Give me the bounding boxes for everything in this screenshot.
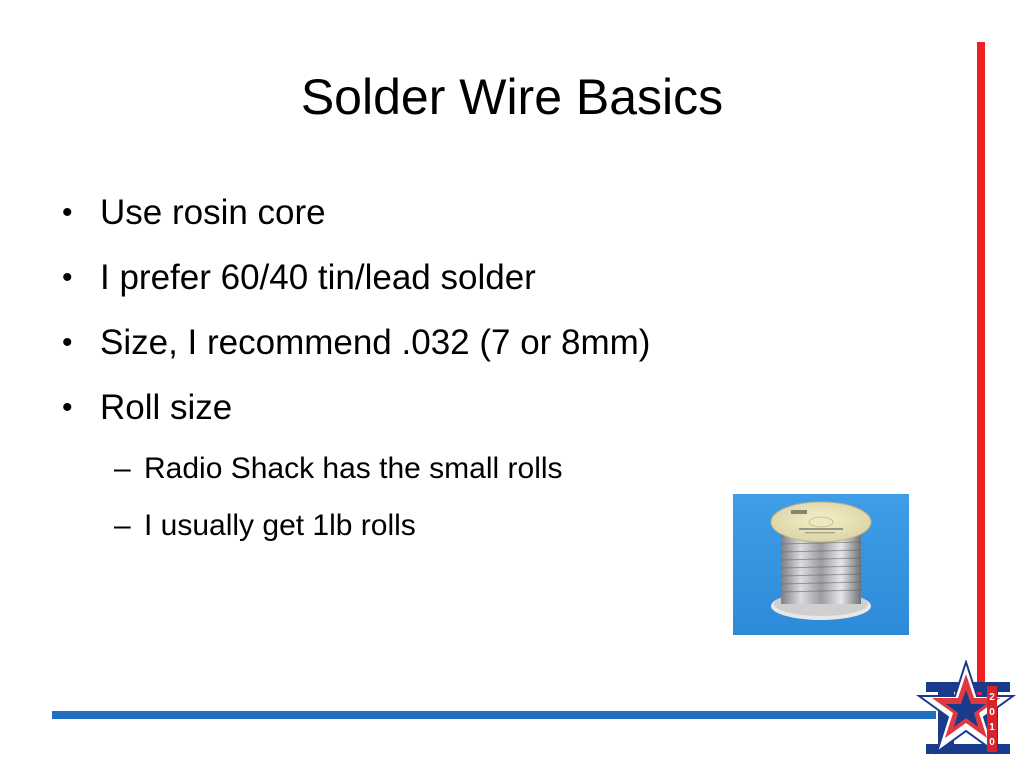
- bullet-item: • I prefer 60/40 tin/lead solder: [62, 251, 922, 305]
- bullet-glyph: •: [62, 391, 73, 424]
- slide-title: Solder Wire Basics: [300, 69, 724, 125]
- bullet-glyph: •: [62, 261, 73, 294]
- sub-bullet-text: I usually get 1lb rolls: [144, 509, 416, 542]
- bullet-glyph: •: [62, 326, 73, 359]
- solder-spool-icon: [770, 501, 872, 620]
- red-accent-bar: [977, 42, 985, 732]
- event-logo: 2 0 1 0: [916, 660, 1020, 764]
- bullet-text: Use rosin core: [100, 193, 326, 232]
- bullet-text: I prefer 60/40 tin/lead solder: [100, 258, 536, 297]
- star-logo-icon: 2 0 1 0: [916, 660, 1017, 755]
- bullet-item: • Roll size: [62, 381, 922, 435]
- bullet-text: Roll size: [100, 388, 233, 427]
- logo-year-digit: 2: [989, 692, 995, 703]
- logo-year-digit: 0: [989, 707, 995, 718]
- sub-bullet-glyph: –: [114, 452, 131, 485]
- blue-accent-bar: [52, 711, 936, 719]
- sub-bullet-item: – I usually get 1lb rolls: [62, 503, 922, 549]
- logo-year-digit: 1: [989, 722, 995, 733]
- bullet-item: • Size, I recommend .032 (7 or 8mm): [62, 316, 922, 370]
- sub-bullet-item: – Radio Shack has the small rolls: [62, 446, 922, 492]
- bullet-text: Size, I recommend .032 (7 or 8mm): [100, 323, 651, 362]
- bullet-list: • Use rosin core • I prefer 60/40 tin/le…: [62, 186, 922, 560]
- sub-bullet-text: Radio Shack has the small rolls: [144, 452, 563, 485]
- logo-year-digit: 0: [989, 737, 995, 748]
- bullet-item: • Use rosin core: [62, 186, 922, 240]
- bullet-glyph: •: [62, 196, 73, 229]
- solder-spool-photo: [733, 494, 909, 635]
- sub-bullet-glyph: –: [114, 509, 131, 542]
